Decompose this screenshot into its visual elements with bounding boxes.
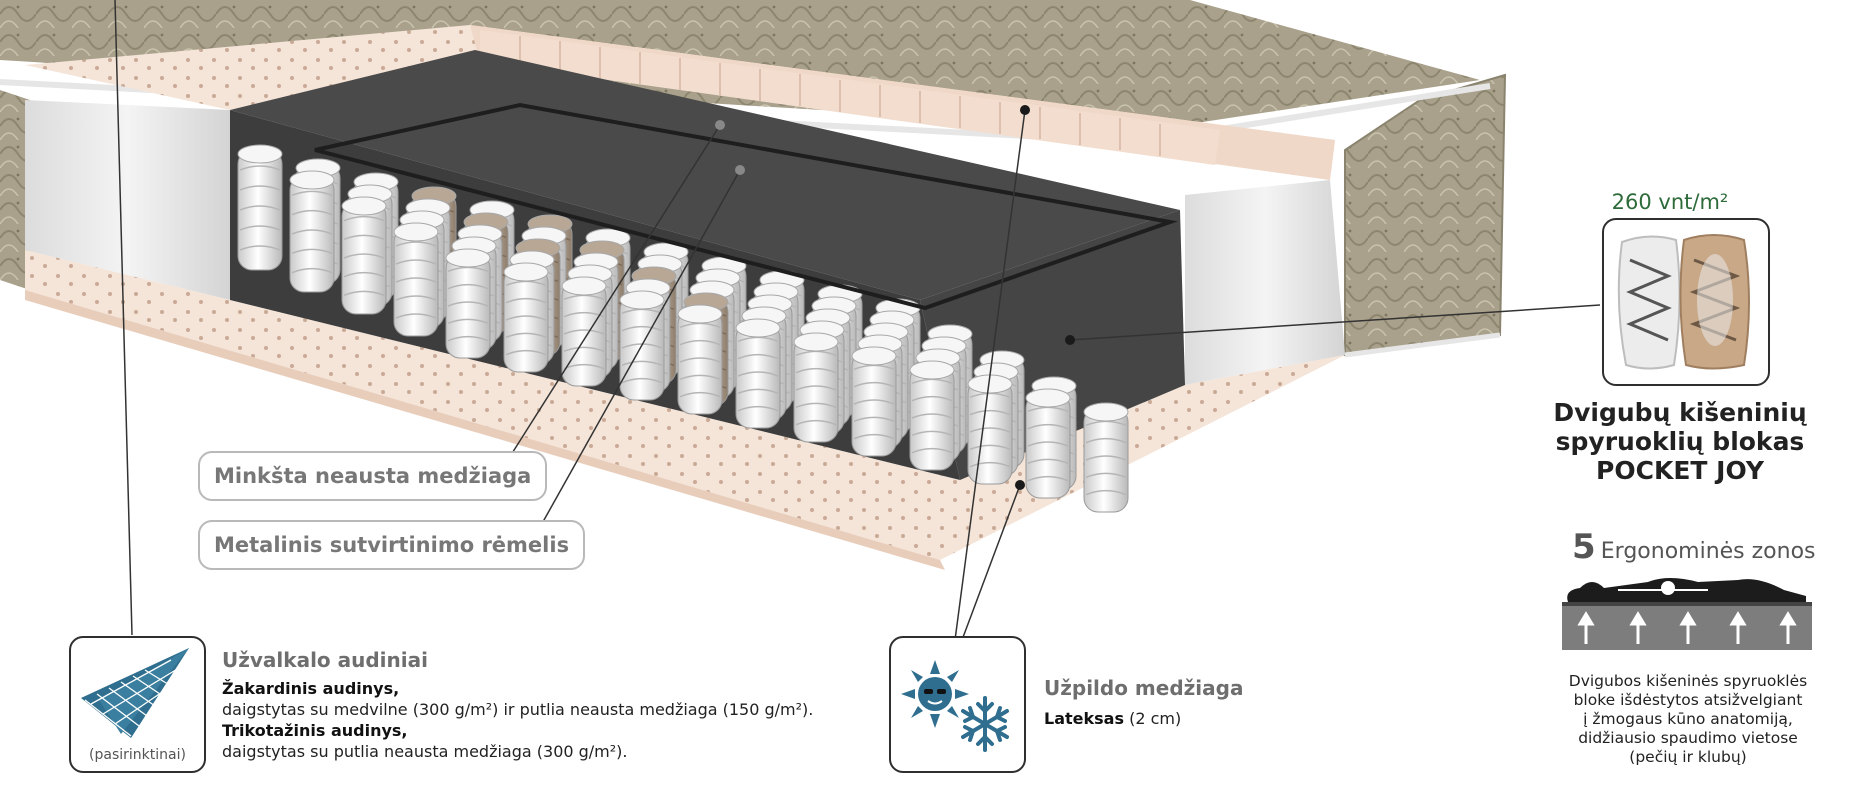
filling-title: Užpildo medžiaga	[1044, 676, 1244, 700]
cover-fabric-icon-box: (pasirinktinai)	[69, 636, 206, 773]
weave-fabric-icon	[81, 648, 189, 738]
fabric-jacquard-name: Žakardinis audinys,	[222, 679, 400, 698]
spring-density-label: 260 vnt/m²	[1611, 190, 1729, 214]
ergonomic-zones-heading: 5 Ergonominės zonos	[1572, 527, 1816, 567]
sun-icon	[901, 660, 969, 728]
pocket-spring	[735, 318, 781, 429]
pocket-spring-photo-box	[1602, 218, 1770, 386]
optional-badge: (pasirinktinai)	[89, 747, 186, 763]
filling-icon-box	[889, 636, 1026, 773]
spring-block-title-line: spyruoklių blokas	[1555, 427, 1805, 456]
zones-count: 5	[1572, 527, 1596, 567]
filling-thickness: (2 cm)	[1123, 709, 1182, 728]
zones-desc-line: Dvigubos kišeninės spyruoklės	[1568, 672, 1808, 690]
cover-fabric-section: Užvalkalo audiniai Žakardinis audinys, d…	[222, 648, 813, 762]
pocket-spring	[851, 346, 897, 457]
zones-label: Ergonominės zonos	[1600, 539, 1816, 564]
pocket-spring	[793, 332, 839, 443]
pocket-spring	[967, 374, 1013, 485]
body-silhouette-icon	[1562, 578, 1812, 650]
spring-block-title: Dvigubų kišeninių spyruoklių blokas POCK…	[1540, 398, 1820, 485]
pocket-spring	[289, 170, 335, 293]
pocket-spring	[237, 144, 283, 271]
pocket-spring	[445, 248, 491, 359]
label-text: Metalinis sutvirtinimo rėmelis	[214, 533, 570, 557]
sun-snowflake-icon	[901, 660, 1009, 752]
spring-block-title-line: POCKET JOY	[1596, 456, 1764, 485]
snowflake-icon	[961, 696, 1009, 752]
pocket-spring	[393, 222, 439, 337]
zones-desc-line: bloke išdėstytos atsižvelgiant	[1573, 691, 1803, 709]
pocket-spring	[1025, 388, 1071, 499]
spring-block-title-line: Dvigubų kišeninių	[1553, 398, 1807, 427]
fabric-jacquard-desc: daigstytas su medvilne (300 g/m²) ir put…	[222, 700, 814, 719]
pocket-spring	[561, 276, 607, 387]
double-pocket-spring-icon	[1617, 234, 1750, 370]
pocket-spring	[677, 304, 723, 415]
filling-section: Užpildo medžiaga Lateksas (2 cm)	[1044, 676, 1243, 729]
zones-desc-line: į žmogaus kūno anatomiją,	[1583, 710, 1793, 728]
filling-material: Lateksas	[1044, 709, 1124, 728]
fabric-knit-name: Trikotažinis audinys,	[222, 721, 408, 740]
pocket-spring	[1083, 402, 1129, 513]
ergonomic-zones-description: Dvigubos kišeninės spyruoklės bloke išdė…	[1548, 672, 1828, 767]
pocket-spring	[909, 360, 955, 471]
pocket-spring	[503, 262, 549, 373]
pocket-spring	[341, 196, 387, 315]
label-metal-frame: Metalinis sutvirtinimo rėmelis	[198, 520, 586, 570]
label-soft-nonwoven-fabric: Minkšta neausta medžiaga	[198, 451, 548, 501]
cover-fabric-title: Užvalkalo audiniai	[222, 648, 428, 672]
zones-desc-line: (pečių ir klubų)	[1629, 748, 1747, 766]
zones-desc-line: didžiausio spaudimo vietose	[1578, 729, 1798, 747]
pocket-spring	[619, 290, 665, 401]
label-text: Minkšta neausta medžiaga	[214, 464, 532, 488]
fabric-knit-desc: daigstytas su putlia neausta medžiaga (3…	[222, 742, 628, 761]
